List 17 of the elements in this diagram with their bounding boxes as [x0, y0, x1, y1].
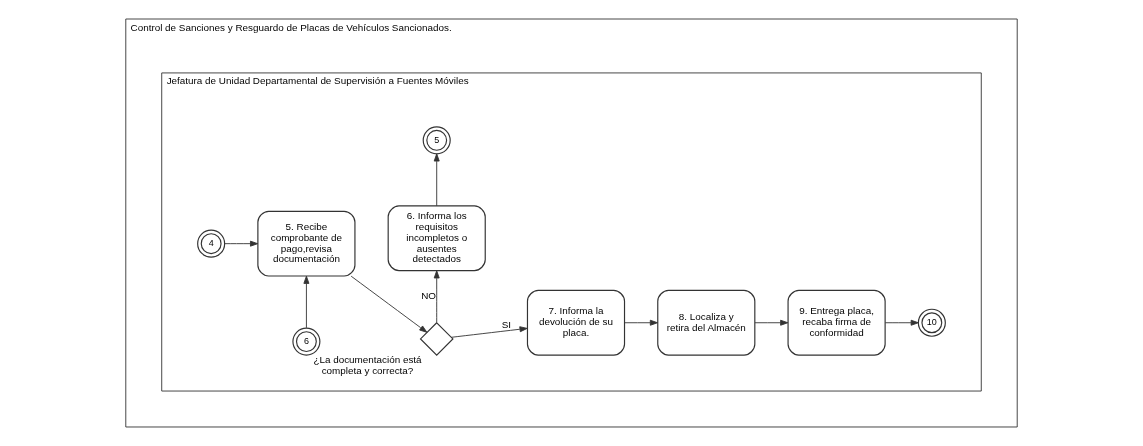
arrow [433, 153, 440, 207]
node-box: 6. Informa los requisitos incompletos o ausentes detectados [387, 205, 486, 272]
node-label: ¿La documentación está completa y correcta? [313, 354, 422, 376]
node-box: 7. Informa la devolución de su placa. [526, 289, 626, 356]
arrow [450, 326, 528, 338]
arrow [224, 240, 259, 247]
arrow [884, 319, 919, 326]
arrow [433, 270, 440, 323]
node-box: 9. Entrega placa, recaba firma de conformidad [787, 289, 886, 356]
node-box: 8. Localiza y retira del Almacén [657, 289, 756, 356]
arrow [303, 275, 310, 329]
edge-label: NO [421, 290, 437, 302]
arrow [624, 319, 658, 326]
edge-label: SI [501, 318, 512, 330]
node-box: 5. Recibe comprobante de pago,revisa documentación [257, 210, 356, 277]
arrow [754, 319, 789, 326]
arrow [350, 275, 428, 333]
